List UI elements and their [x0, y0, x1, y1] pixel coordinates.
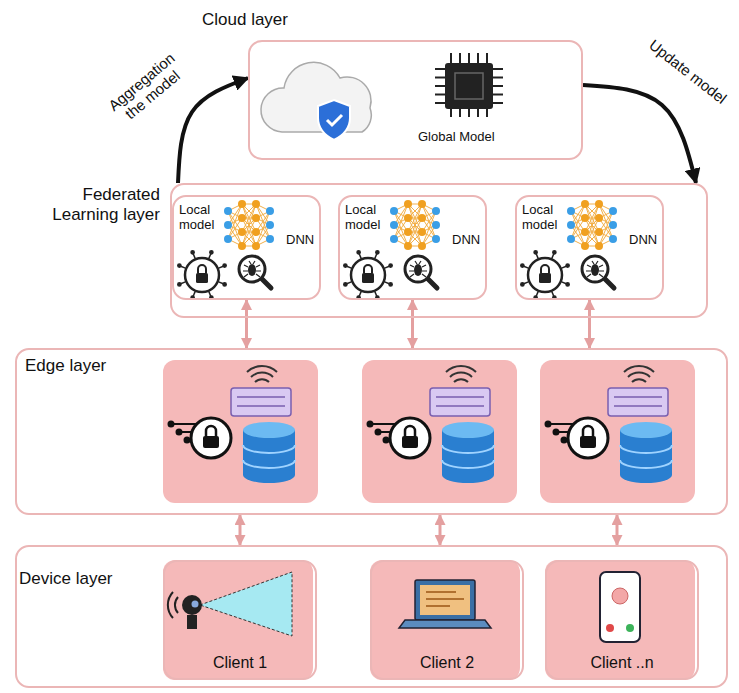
model-label: DNN	[629, 233, 657, 248]
client-label: Client 1	[165, 654, 315, 672]
model-label: Local model	[179, 203, 221, 233]
cloud-layer-box: Cloud layerGlobal Model	[248, 40, 583, 160]
model-label: DNN	[286, 233, 314, 248]
local-model-box: Local modelDNN	[172, 195, 321, 300]
link-arrow	[245, 300, 248, 348]
edge-server-box	[163, 360, 695, 503]
model-label: Global Model	[418, 130, 495, 145]
layer-heading: Device layer	[19, 569, 113, 589]
flow-arrow	[178, 78, 248, 183]
layer-heading: Cloud layer	[202, 10, 288, 30]
local-model-box: Local modelDNN	[515, 195, 664, 300]
client-box: Client 1	[163, 560, 317, 680]
model-label: Local model	[345, 203, 387, 233]
link-arrow	[588, 300, 591, 348]
device-layer-band: Device layerClient 1 Client 2 Client ..n	[15, 545, 728, 688]
laptop-icon	[399, 580, 491, 628]
link-arrow	[439, 515, 442, 545]
chip-icon	[435, 53, 503, 117]
arrow-label: Update model	[637, 29, 739, 114]
link-arrow	[411, 300, 414, 348]
link-arrow	[239, 515, 242, 545]
layer-heading: Federated Learning layer	[35, 185, 160, 224]
model-label: DNN	[452, 233, 480, 248]
cloud-icon	[261, 62, 371, 140]
client-label: Client 2	[372, 654, 522, 672]
arrow-label: Aggregation the model	[95, 41, 198, 136]
model-label: Local model	[522, 203, 564, 233]
client-box: Client 2	[370, 560, 524, 680]
layer-heading: Edge layer	[25, 356, 106, 376]
client-box: Client ..n	[545, 560, 699, 680]
local-model-box: Local modelDNN	[338, 195, 487, 300]
link-arrow	[616, 515, 619, 545]
local-model-icons	[178, 200, 617, 299]
camera-icon	[168, 572, 292, 636]
flow-arrow	[583, 85, 696, 183]
edge-layer-band: Edge layer	[15, 348, 728, 515]
federated-layer-band: Federated Learning layerLocal modelDNNLo…	[170, 183, 708, 318]
client-label: Client ..n	[547, 654, 697, 672]
phone-icon	[600, 572, 640, 642]
